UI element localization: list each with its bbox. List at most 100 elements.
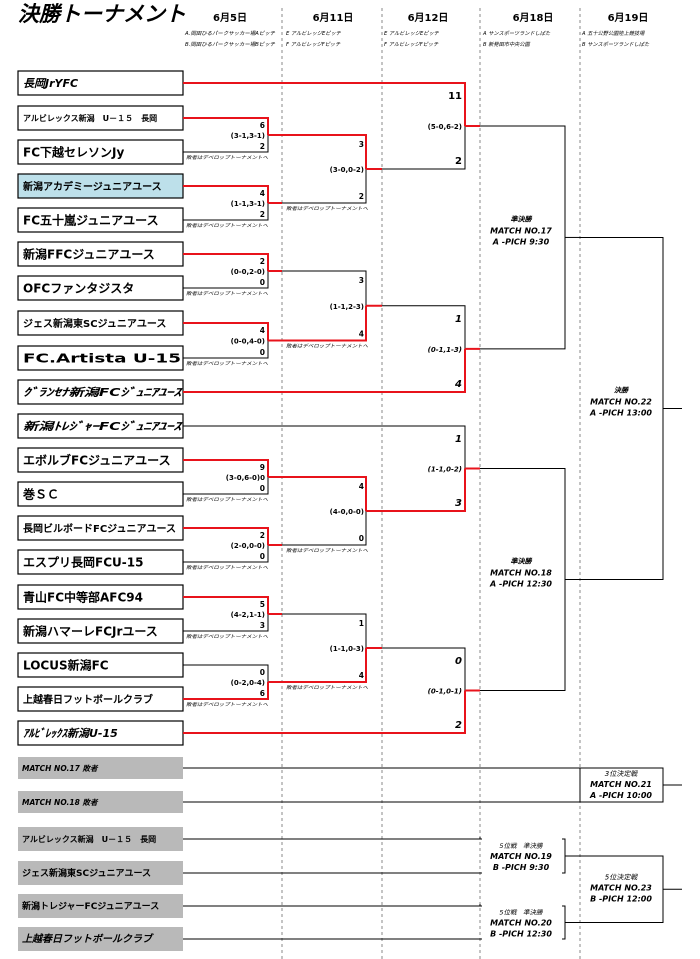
- penalty-score: (1-1,0-3): [330, 645, 364, 653]
- team-name: エボルブFCジュニアユース: [23, 453, 171, 468]
- score: 1: [455, 434, 462, 445]
- bracket-line: [382, 126, 466, 170]
- penalty-score: (4-2,1-1): [231, 611, 265, 619]
- loser-note: 敗者はデベロップトーナメントへ: [286, 684, 368, 691]
- penalty-score: (1-1,0-2): [428, 466, 462, 474]
- loser-note: 敗者はデベロップトーナメントへ: [186, 633, 268, 640]
- match-label: 5位戦 準決勝: [499, 909, 544, 917]
- match-label: 準決勝: [511, 214, 533, 223]
- loser-note: 敗者はデベロップトーナメントへ: [286, 205, 368, 212]
- bracket-line: [282, 134, 367, 169]
- round-venue: E アルビレッジEピッチ: [286, 30, 342, 37]
- penalty-score: (1-1,2-3): [330, 303, 364, 311]
- bracket-line: [282, 511, 367, 546]
- round-venue: A.岡田ひるパークサッカー場Aピッチ: [184, 30, 276, 37]
- team-name: 長岡JrYFC: [23, 77, 78, 90]
- match-label: 準決勝: [511, 557, 533, 566]
- placeholder-box: [18, 927, 183, 951]
- bracket-line: [183, 425, 466, 469]
- team-box: [17, 618, 184, 644]
- score: 3: [359, 276, 364, 285]
- bracket-line: [282, 270, 367, 306]
- team-box: [17, 70, 184, 96]
- score: 0: [260, 278, 265, 287]
- score: 4: [454, 379, 462, 390]
- team-box: [17, 105, 184, 131]
- match-venue: A -PICH 10:00: [589, 791, 652, 800]
- match-venue: B -PICH 12:30: [490, 930, 552, 939]
- bracket-line: [183, 203, 269, 221]
- penalty-score: (3-1,3-1): [231, 132, 265, 140]
- team-box: [17, 207, 184, 233]
- match-venue: B -PICH 12:00: [590, 894, 652, 903]
- score: 1: [455, 314, 462, 325]
- bracket-line: [183, 185, 269, 203]
- team-name: エスプリ長岡FCU-15: [23, 555, 143, 570]
- loser-note: 敗者はデベロップトーナメントへ: [186, 360, 268, 367]
- team-name: 新潟FFCジュニアユース: [23, 247, 155, 262]
- penalty-score: (4-0,0-0): [330, 508, 364, 516]
- match-number: MATCH NO.19: [490, 852, 552, 861]
- round-venue: F アルビレッジFピッチ: [286, 41, 341, 48]
- team-box: [17, 686, 184, 712]
- score: 3: [359, 140, 364, 149]
- penalty-score: (3-0,6-0)0: [226, 474, 265, 482]
- score: 0: [260, 552, 265, 561]
- penalty-score: (0-1,0-1): [428, 688, 462, 696]
- bracket-line: [382, 647, 466, 691]
- match-number: MATCH NO.23: [590, 883, 652, 892]
- placeholder-label: MATCH NO.17 敗者: [22, 764, 99, 773]
- score: 4: [359, 330, 364, 339]
- placeholder-label: 新潟トレジャーFCジュニアユース: [22, 900, 159, 912]
- team-name: 新潟ﾄﾚｼﾞｬｰFCｼﾞｭﾆｱﾕｰｽ: [23, 420, 183, 433]
- round-date: 6月18日: [513, 12, 554, 24]
- match-venue: B -PICH 9:30: [493, 863, 550, 872]
- team-name: 上越春日フットボールクラブ: [23, 693, 153, 706]
- bracket-line: [183, 340, 269, 359]
- team-box: [17, 515, 184, 541]
- placeholder-label: ジェス新潟東SCジュニアユース: [22, 867, 151, 879]
- bracket-line: [183, 348, 466, 393]
- round-date: 6月11日: [313, 12, 354, 24]
- score: 0: [260, 668, 265, 677]
- penalty-score: (0-1,1-3): [428, 346, 462, 354]
- team-box: [17, 481, 184, 507]
- match-box: [482, 838, 562, 874]
- round-venue: B 新発田市中央公園: [483, 41, 531, 48]
- round-venue: A サンスポーツランドしばた: [482, 30, 551, 37]
- team-box: [17, 345, 184, 371]
- penalty-score: (0-0,2-0): [231, 268, 265, 276]
- score: 11: [448, 91, 462, 102]
- bracket-line: [183, 477, 269, 495]
- team-box: [17, 173, 184, 199]
- team-name: 巻ＳＣ: [22, 487, 59, 502]
- loser-note: 敗者はデベロップトーナメントへ: [186, 564, 268, 571]
- page-title: 決勝トーナメント: [18, 2, 186, 26]
- bracket-line: [282, 613, 367, 648]
- loser-note: 敗者はデベロップトーナメントへ: [186, 496, 268, 503]
- penalty-score: (3-0,0-2): [330, 166, 364, 174]
- match-number: MATCH NO.22: [590, 397, 652, 406]
- score: 2: [260, 257, 265, 266]
- team-name: 青山FC中等部AFC94: [23, 590, 143, 605]
- loser-note: 敗者はデベロップトーナメントへ: [186, 222, 268, 229]
- score: 5: [260, 600, 265, 609]
- placeholder-label: 上越春日フットボールクラブ: [22, 933, 154, 945]
- loser-note: 敗者はデベロップトーナメントへ: [186, 701, 268, 708]
- match-venue: A -PICH 9:30: [492, 237, 550, 246]
- placeholder-box: [18, 757, 183, 779]
- score: 1: [359, 619, 364, 628]
- round-date: 6月19日: [608, 12, 649, 24]
- team-name: 長岡ビルボードFCジュニアユース: [23, 522, 176, 535]
- match-venue: A -PICH 12:30: [489, 580, 552, 589]
- score: 3: [455, 498, 462, 509]
- team-box: [17, 584, 184, 610]
- penalty-score: (0-0,4-0): [231, 338, 265, 346]
- round-date: 6月5日: [213, 12, 247, 24]
- score: 2: [359, 192, 364, 201]
- team-name: FC.Artista U-15: [23, 352, 181, 366]
- placeholder-box: [18, 791, 183, 813]
- bracket-line: [282, 648, 367, 683]
- score: 2: [455, 156, 462, 167]
